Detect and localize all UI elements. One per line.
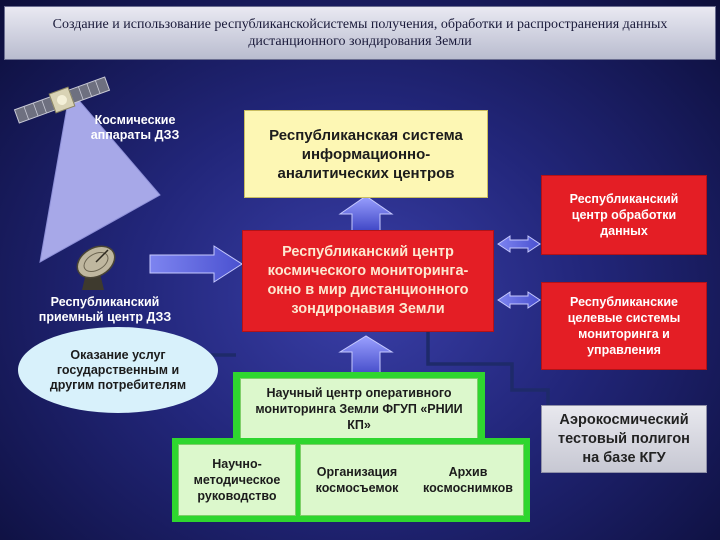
methodical-box: Научно-методическое руководство (178, 444, 296, 516)
bottom-inner-panel (300, 444, 524, 516)
processing-center-box: Республиканский центр обработки данных (541, 175, 707, 255)
monitoring-center-box: Республиканский центр космического монит… (242, 230, 494, 332)
satellites-label: Космические аппараты ДЗЗ (90, 113, 180, 142)
target-systems-box: Республиканские целевые системы монитори… (541, 282, 707, 370)
dish-antenna-icon (76, 245, 116, 290)
satellite-icon (13, 76, 111, 124)
info-system-box: Республиканская система информационно-ан… (244, 110, 488, 198)
up-arrow-info (338, 195, 394, 233)
page-title: Создание и использование республиканской… (4, 6, 716, 60)
survey-org-label: Организация космосъемок (315, 465, 399, 495)
archive-label: Архив космоснимков (423, 465, 513, 495)
science-center-box: Научный центр оперативного мониторинга З… (240, 378, 478, 440)
services-oval: Оказание услуг государственным и другим … (18, 327, 218, 413)
downlink-beam (39, 88, 161, 263)
downlink-arrow (149, 245, 243, 283)
receiving-center-label: Республиканский приемный центр ДЗЗ (38, 295, 172, 324)
test-range-box: Аэрокосмический тестовый полигон на базе… (541, 405, 707, 473)
double-arrow-processing (497, 235, 541, 253)
double-arrow-target (497, 291, 541, 309)
connector-test-range (426, 318, 550, 420)
